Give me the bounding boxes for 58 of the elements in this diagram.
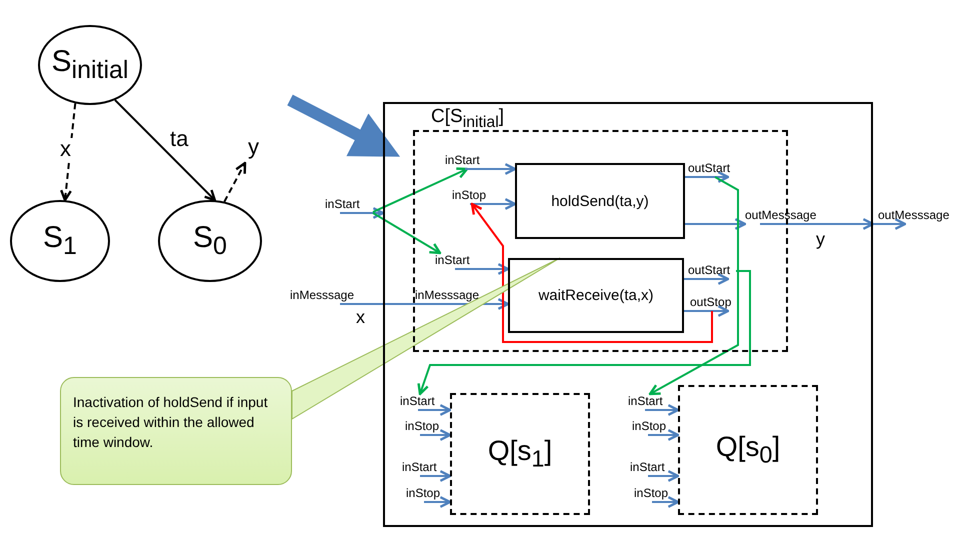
- arrow: [340, 207, 384, 219]
- port-label: outStart: [688, 161, 736, 177]
- arrow: [424, 496, 452, 508]
- arrow: [685, 218, 746, 230]
- edge-label: x: [58, 138, 73, 160]
- component-box: holdSend(ta,y): [515, 163, 685, 239]
- arrow: [873, 218, 906, 230]
- block-arrow: [287, 94, 400, 157]
- component-frame: Q[s$_{0}$]: [678, 385, 818, 515]
- state-node: S$_{initial}$: [38, 25, 142, 105]
- port-label: outMesssage: [878, 208, 958, 224]
- port-label: inStart: [402, 460, 446, 476]
- port-label: outStop: [690, 295, 734, 311]
- arrow: [418, 404, 452, 416]
- port-label: inStop: [634, 486, 674, 502]
- port-label: inStart: [325, 197, 373, 213]
- port-label: inStop: [452, 188, 492, 204]
- port-label: inStop: [632, 419, 672, 435]
- component-frame: Q[s$_{1}$]: [450, 393, 590, 515]
- arrow: [60, 103, 76, 202]
- arrow: [685, 171, 730, 183]
- port-label: outMesssage: [745, 208, 833, 224]
- arrow: [645, 404, 680, 416]
- arrow: [684, 273, 730, 285]
- component-box: waitReceive(ta,x): [508, 258, 684, 333]
- arrow: [648, 176, 739, 396]
- port-label: inStart: [435, 253, 479, 269]
- port-label: outStart: [688, 263, 736, 279]
- arrow: [470, 202, 713, 343]
- arrow: [465, 163, 516, 175]
- port-label: inStart: [400, 394, 444, 410]
- arrow: [372, 212, 442, 254]
- port-label: inStart: [630, 460, 674, 476]
- arrow: [420, 429, 452, 441]
- arrow: [417, 270, 751, 396]
- frame-title: C[S$_{initial}$]: [431, 106, 504, 133]
- callout-box: Inactivation of holdSend if input is received within the allowed time window.: [60, 377, 292, 485]
- arrow: [420, 470, 452, 482]
- state-node: S$_{1}$: [10, 200, 110, 282]
- state-node: S$_{0}$: [158, 200, 262, 282]
- port-label: inStop: [405, 419, 445, 435]
- arrow: [340, 298, 510, 310]
- callout-pointer: [292, 258, 560, 420]
- arrow: [648, 429, 680, 441]
- arrow: [114, 99, 216, 202]
- arrow: [372, 167, 468, 213]
- arrow: [470, 198, 516, 210]
- port-label: inStart: [628, 394, 672, 410]
- arrow: [224, 162, 246, 202]
- port-label: inStop: [406, 486, 446, 502]
- container-box: [383, 102, 873, 527]
- arrow: [684, 305, 730, 317]
- port-label: inMesssage: [290, 288, 370, 304]
- arrow: [455, 263, 510, 275]
- port-label: inStart: [445, 153, 489, 169]
- arrow: [648, 470, 680, 482]
- port-label: inMesssage: [415, 288, 480, 304]
- arrow: [652, 496, 680, 508]
